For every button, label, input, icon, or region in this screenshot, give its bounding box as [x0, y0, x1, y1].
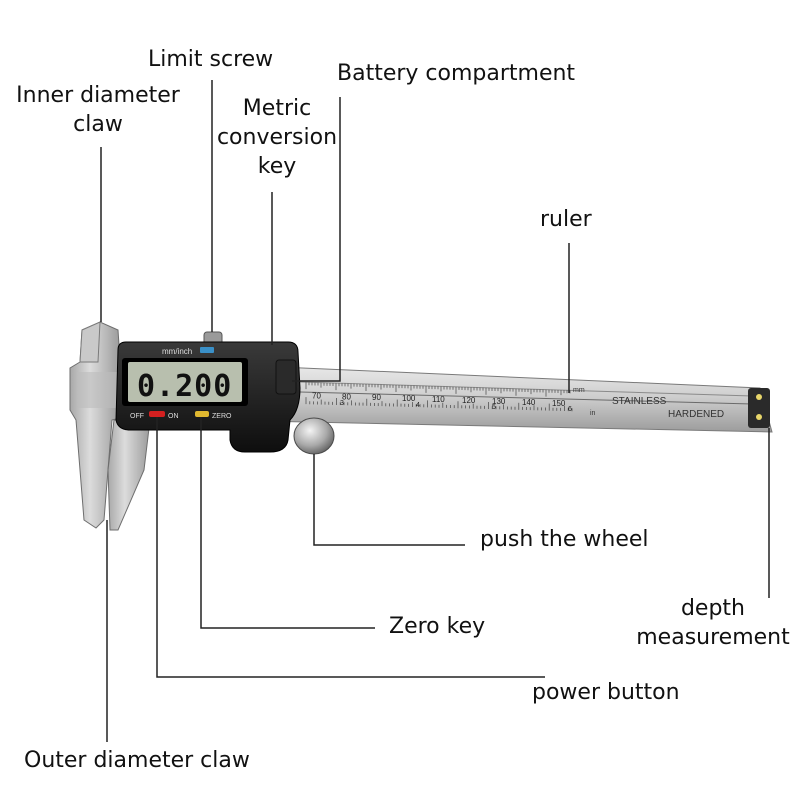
zero-label: ZERO [212, 413, 232, 420]
mm-scale-number: 100 [402, 394, 416, 403]
stamp-stainless: STAINLESS [612, 396, 667, 407]
fixed-jaw [69, 321, 121, 529]
sliding-jaw [107, 419, 151, 531]
label-metric-conversion-key: Metric conversion key [210, 94, 344, 181]
display-value: 0.200 [137, 369, 232, 404]
off-label: OFF [130, 413, 144, 420]
mm-scale-number: 150 [552, 399, 566, 408]
label-ruler: ruler [540, 207, 592, 232]
label-metric-line1: Metric [242, 96, 312, 121]
label-power-button: power button [532, 680, 680, 705]
inch-scale-numbers: 3 4 5 6 [340, 400, 572, 413]
leader-push-wheel [313, 454, 465, 546]
leader-zero-key [200, 417, 375, 629]
inch-scale-number: 5 [492, 404, 496, 411]
mm-scale-number: 80 [342, 392, 351, 401]
label-limit-screw: Limit screw [148, 47, 274, 72]
label-inner-diameter-claw: Inner diameter claw [8, 81, 188, 139]
button-row: OFF ON ZERO [130, 411, 232, 420]
metric-conversion-key-button[interactable] [200, 347, 214, 353]
label-outer-diameter-claw: Outer diameter claw [24, 748, 250, 773]
label-metric-line2: conversion [216, 125, 338, 150]
leader-battery [292, 97, 341, 382]
stamp-hardened: HARDENED [668, 409, 724, 420]
on-label: ON [168, 413, 179, 420]
inch-scale-number: 4 [416, 402, 420, 409]
label-push-the-wheel: push the wheel [480, 527, 649, 552]
mm-scale-number: 120 [462, 396, 476, 405]
mm-scale-numbers: 70 80 90 100 110 120 130 140 150 [312, 391, 566, 407]
scale-unit-in: in [590, 410, 596, 417]
label-depth-measurement: depth measurement [630, 594, 796, 652]
power-button-part[interactable] [149, 411, 165, 417]
inch-scale-number: 3 [340, 400, 344, 407]
label-metric-line3: key [257, 154, 297, 179]
mm-scale-number: 130 [492, 397, 506, 406]
depth-rod-tip [748, 388, 770, 428]
mm-scale-number: 70 [312, 391, 321, 400]
inch-scale-number: 6 [568, 406, 572, 413]
label-inner-diameter-claw-line2: claw [73, 112, 123, 137]
label-depth-line2: measurement [636, 625, 790, 650]
mm-scale-number: 90 [372, 393, 381, 402]
label-battery-compartment: Battery compartment [337, 61, 576, 86]
inch-scale-ticks [305, 397, 573, 412]
mm-scale-ticks [305, 382, 571, 397]
label-zero-key: Zero key [389, 614, 486, 639]
mm-scale-number: 110 [432, 395, 445, 404]
label-inner-diameter-claw-line1: Inner diameter [16, 83, 180, 108]
mode-key-area: mm/inch [162, 347, 214, 356]
leader-power [156, 417, 545, 678]
zero-button-part[interactable] [195, 411, 209, 417]
mode-label: mm/inch [162, 347, 192, 356]
lcd-display: 0.200 [122, 358, 248, 406]
label-depth-line1: depth [680, 596, 746, 621]
mm-scale-number: 140 [522, 398, 536, 407]
leader-lines [100, 80, 770, 742]
scale-unit-mm: mm [573, 387, 585, 394]
thumb-wheel[interactable] [293, 417, 335, 455]
